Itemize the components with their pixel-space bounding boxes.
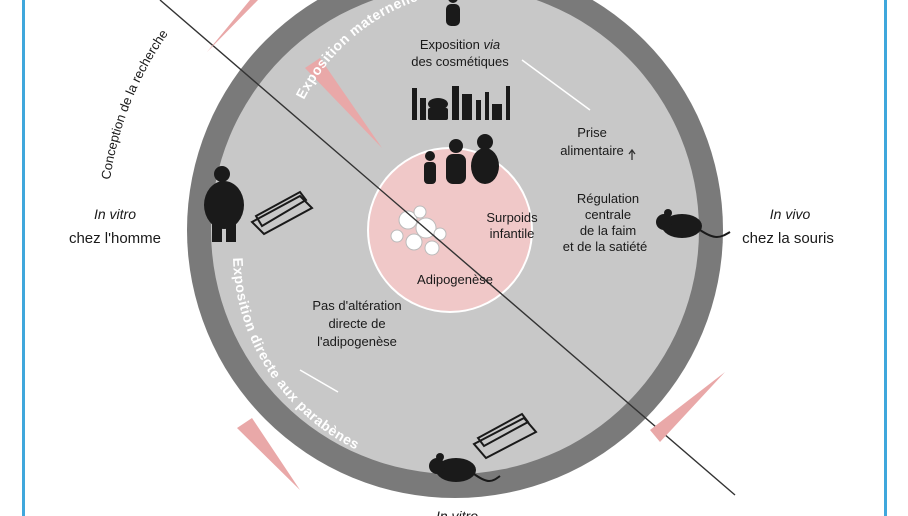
petri-dish-left-icon: [250, 190, 314, 236]
adipogenesis-label: Adipogenèse: [417, 272, 493, 287]
central-regulation-label-1: Régulation: [576, 191, 640, 206]
in-vivo-label: In vivo: [769, 206, 811, 222]
frame-left-border: [22, 0, 25, 516]
central-regulation-label-4: et de la satiété: [562, 239, 648, 254]
food-intake-label: Prise: [577, 125, 607, 140]
overweight-sub-label: infantile: [489, 226, 535, 241]
cosmetics-sub-label: des cosmétiques: [411, 54, 509, 69]
in-vitro-sub-label: chez l'homme: [68, 230, 162, 247]
in-vitro-label: In vitro: [93, 206, 136, 222]
wedge-top-left: [207, 0, 258, 52]
obese-person-icon: [204, 166, 244, 242]
separator-bottom-left: [299, 369, 339, 393]
cosmetics-label: Exposition via: [419, 37, 501, 52]
mouse-bottom-icon: [429, 453, 501, 482]
mouse-right-icon: [656, 209, 731, 238]
cosmetics-icon: [412, 86, 510, 120]
standing-person-icon: [446, 0, 460, 26]
no-alteration-label-3: l'adipogenèse: [317, 334, 397, 349]
research-design-label: Conception de la recherche: [98, 27, 171, 181]
overweight-label: Surpoids: [486, 210, 538, 225]
bottom-in-vitro-label: In vitro: [435, 508, 478, 516]
food-intake-sub-label: alimentaire: [560, 143, 624, 158]
central-regulation-label-2: centrale: [584, 207, 632, 222]
no-alteration-label-1: Pas d'altération: [312, 298, 402, 313]
wedge-upper: [305, 58, 382, 148]
separator-top-right: [521, 59, 591, 111]
diagonal-divider: [159, 0, 736, 496]
in-vivo-sub-label: chez la souris: [742, 230, 834, 247]
increase-arrow-icon: [628, 148, 636, 160]
no-alteration-label-2: directe de: [328, 316, 386, 331]
petri-dish-bottom-icon: [472, 412, 538, 460]
wedge-bottom-left: [237, 418, 300, 490]
children-icon: [424, 134, 499, 184]
central-regulation-label-3: de la faim: [579, 223, 637, 238]
wedge-lower-right: [650, 372, 725, 442]
frame-right-border: [884, 0, 887, 516]
